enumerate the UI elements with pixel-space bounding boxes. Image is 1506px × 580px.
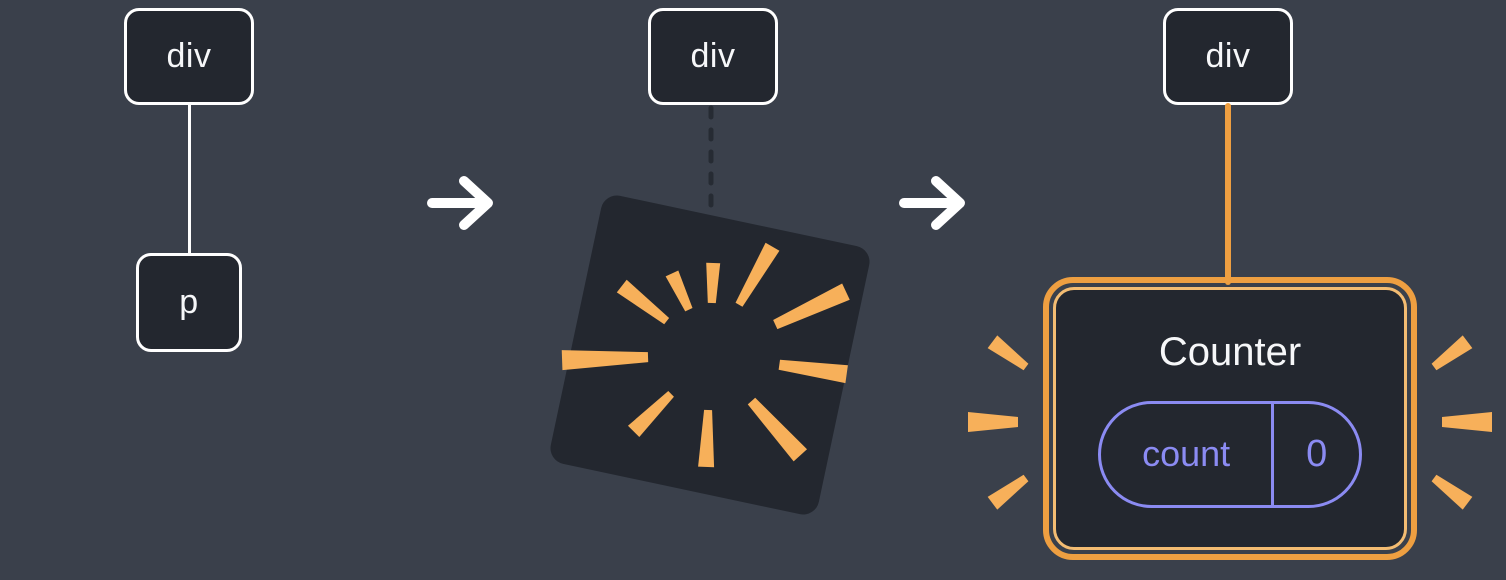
dom-node-p: p [136,253,242,352]
counter-component-box: Counter count 0 [1043,277,1417,560]
state-value-label: 0 [1271,403,1359,505]
node-label-div-during: div [690,37,736,75]
component-title: Counter [1158,329,1302,374]
node-label-div-after: div [1205,37,1251,75]
node-label-div-before: div [166,37,212,75]
dom-node-div-during: div [648,8,778,105]
arrow-right-icon [427,176,493,230]
node-label-p: p [179,283,199,321]
explosion-burst-icon [550,195,870,515]
tree-edge-white [188,103,191,255]
state-pill: count 0 [1098,400,1362,508]
highlight-sparks-icon [968,335,1492,510]
state-key-label: count [1142,433,1231,474]
dom-node-div-before: div [124,8,254,105]
counter-component-panel: Counter count 0 [1053,287,1407,550]
arrow-right-icon [899,176,965,230]
dom-node-div-after: div [1163,8,1293,105]
tree-edge-orange [1225,103,1231,285]
